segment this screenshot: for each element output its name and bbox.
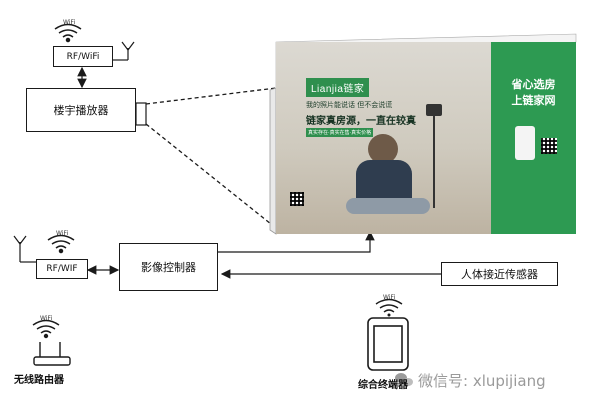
billboard-edge (269, 87, 277, 235)
billboard-line1: 我的照片能说话 但不会说谎 (306, 101, 393, 109)
camera-tripod (433, 116, 435, 208)
watermark: 微信号: xlupijiang (418, 372, 546, 390)
sensor-label: 人体接近传感器 (461, 268, 538, 281)
billboard-slogan-1: 省心选房 (511, 78, 556, 91)
projector-lens (135, 102, 147, 126)
qr-code (290, 192, 304, 206)
controller-box: 影像控制器 (119, 243, 218, 291)
terminal-label: 综合终端器 (358, 380, 408, 391)
router-label: 无线路由器 (14, 375, 64, 386)
phone-image (515, 126, 535, 160)
terminal-device-icon (367, 298, 409, 371)
player-box: 楼宇播放器 (26, 88, 136, 132)
controller-label: 影像控制器 (141, 261, 196, 274)
wifi-icon (47, 234, 75, 254)
projection-lines (145, 87, 277, 229)
billboard-green-panel: 省心选房 上链家网 (491, 42, 576, 234)
wifi-caption: WiFi (40, 315, 53, 322)
billboard: Lianjia链家 我的照片能说话 但不会说谎 链家真房源，一直在较真 真实存在… (276, 42, 576, 234)
wifi-caption: WiFi (383, 294, 396, 301)
brand-logo: Lianjia链家 (306, 78, 370, 97)
person-figure (356, 160, 412, 204)
rf-wifi-left-box: RF/WIF (36, 259, 88, 279)
rf-wifi-top-box: RF/WiFi (53, 46, 113, 67)
antenna-icon (13, 235, 36, 263)
billboard-headline: 链家真房源，一直在较真 (306, 116, 416, 127)
rf-wifi-top-label: RF/WiFi (66, 51, 100, 62)
connector-controller-billboard (218, 230, 375, 253)
wifi-caption: WiFi (63, 19, 76, 26)
camera-tripod (426, 104, 442, 116)
qr-code (541, 138, 557, 154)
person-figure (368, 134, 398, 164)
router-icon (32, 319, 71, 366)
person-figure (346, 198, 430, 214)
wifi-icon (54, 23, 82, 43)
billboard-tagline: 真实存在·真实在售·真实价格 (306, 128, 374, 137)
player-label: 楼宇播放器 (53, 104, 109, 117)
wechat-icon (395, 373, 413, 386)
billboard-slogan-2: 上链家网 (511, 94, 556, 107)
billboard-photo-panel: Lianjia链家 我的照片能说话 但不会说谎 链家真房源，一直在较真 真实存在… (276, 42, 491, 234)
wifi-caption: WiFi (56, 230, 69, 237)
antenna-icon (113, 41, 135, 61)
sensor-box: 人体接近传感器 (441, 262, 558, 286)
rf-wifi-left-label: RF/WIF (46, 264, 78, 274)
